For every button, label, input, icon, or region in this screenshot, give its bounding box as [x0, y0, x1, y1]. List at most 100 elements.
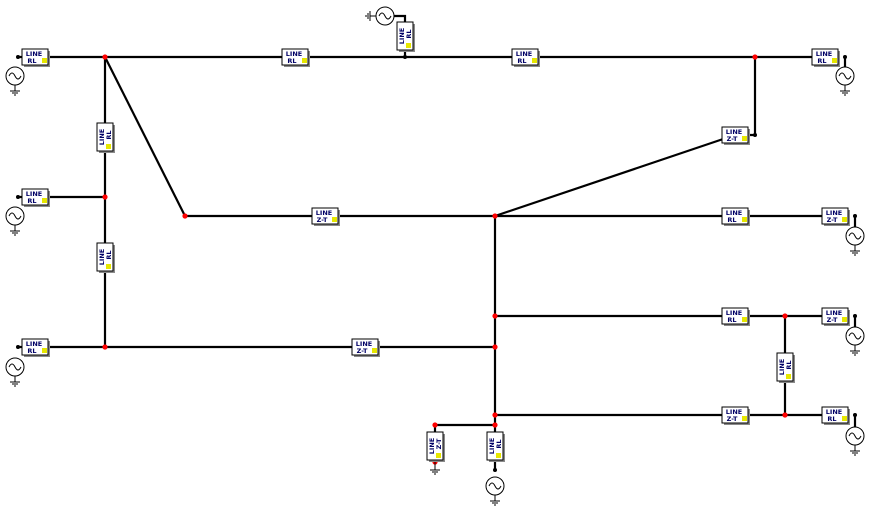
ac-source-icon[interactable] [5, 357, 25, 387]
bus-node-6[interactable] [492, 213, 498, 219]
wire-5 [494, 133, 736, 218]
bus-node-7[interactable] [492, 313, 498, 319]
terminal-dot-3 [16, 55, 20, 59]
line-model-label: RL [785, 360, 793, 369]
line-flag-icon [436, 453, 441, 458]
ground-icon [850, 250, 860, 256]
line-type-label: LINE [826, 209, 842, 217]
line-type-label: LINE [516, 50, 532, 58]
line-type-label: LINE [398, 28, 406, 44]
bus-node-14[interactable] [492, 422, 498, 428]
line-type-label: LINE [98, 249, 106, 265]
bus-node-4[interactable] [102, 344, 108, 350]
line-flag-icon [42, 58, 47, 63]
line-type-label: LINE [726, 209, 742, 217]
line-model-label: RL [517, 57, 526, 65]
line-model-label: RL [27, 197, 36, 205]
line-type-label: LINE [26, 50, 42, 58]
line-model-label: Z-T [357, 347, 368, 355]
terminal-dot-4 [16, 195, 20, 199]
bus-node-10[interactable] [782, 313, 788, 319]
bus-node-1[interactable] [102, 54, 108, 60]
line-type-label: LINE [816, 50, 832, 58]
terminal-dot-8 [853, 314, 857, 318]
line-model-label: RL [727, 316, 736, 324]
line-flag-icon [842, 217, 847, 222]
line-model-label: Z-T [727, 415, 738, 423]
line-flag-icon [532, 58, 537, 63]
line-type-label: LINE [286, 50, 302, 58]
ground-icon [490, 500, 500, 506]
ground-icon [850, 350, 860, 356]
line-type-label: LINE [26, 190, 42, 198]
bus-node-2[interactable] [752, 54, 758, 60]
ac-source-icon[interactable] [5, 206, 25, 236]
line-model-label: RL [287, 57, 296, 65]
bus-node-3[interactable] [102, 194, 108, 200]
line-flag-icon [842, 317, 847, 322]
line-flag-icon [742, 317, 747, 322]
ac-source-icon[interactable] [845, 226, 865, 256]
line-model-label: RL [27, 347, 36, 355]
line-model-label: Z-T [827, 216, 838, 224]
ground-icon [850, 450, 860, 456]
ac-source-icon[interactable] [485, 476, 505, 506]
line-type-label: LINE [488, 438, 496, 454]
ground-icon [10, 230, 20, 236]
line-flag-icon [106, 264, 111, 269]
ground-icon [430, 462, 440, 475]
line-flag-icon [406, 43, 411, 48]
terminal-dot-2 [843, 55, 847, 59]
ac-source-icon[interactable] [835, 66, 855, 96]
line-flag-icon [302, 58, 307, 63]
ac-source-icon[interactable] [5, 66, 25, 96]
line-type-label: LINE [726, 408, 742, 416]
line-type-label: LINE [826, 309, 842, 317]
bus-node-12[interactable] [432, 422, 438, 428]
ground-icon [840, 90, 850, 96]
wire-3 [104, 56, 186, 217]
ground-icon [10, 381, 20, 387]
line-flag-icon [742, 136, 747, 141]
ac-source-icon[interactable] [845, 326, 865, 356]
bus-node-9[interactable] [492, 412, 498, 418]
line-model-label: RL [495, 439, 503, 448]
line-flag-icon [786, 374, 791, 379]
bus-node-8[interactable] [492, 344, 498, 350]
ground-icon [365, 11, 376, 21]
ac-source-icon[interactable] [845, 426, 865, 456]
line-model-label: RL [827, 415, 836, 423]
bus-node-11[interactable] [782, 412, 788, 418]
line-type-label: LINE [26, 340, 42, 348]
line-type-label: LINE [726, 309, 742, 317]
ac-source-icon[interactable] [375, 6, 395, 26]
bus-node-5[interactable] [182, 213, 188, 219]
line-flag-icon [372, 348, 377, 353]
terminal-dot-5 [16, 345, 20, 349]
line-model-label: Z-T [727, 135, 738, 143]
line-model-label: RL [105, 130, 113, 139]
terminal-dot-9 [853, 413, 857, 417]
